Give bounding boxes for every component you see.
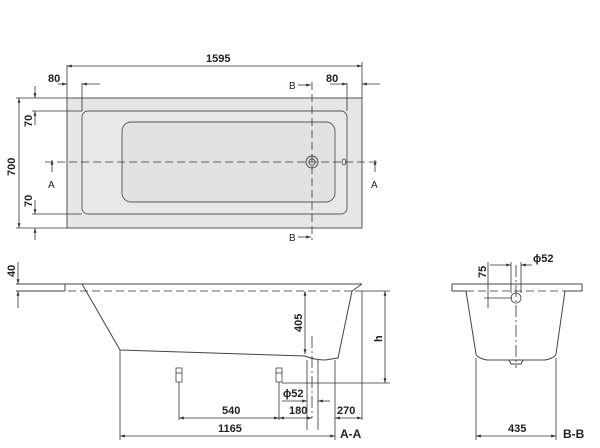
dim-bottom-width: 435 [508,423,526,435]
dim-length: 1595 [206,53,230,65]
dim-end-offset: 270 [337,405,355,417]
dim-inner-length: 1165 [218,423,242,435]
dim-height: h [373,335,385,342]
dim-rim-bottom: 70 [23,195,35,207]
plan-view: A A B B 1595 80 80 700 70 [6,53,380,244]
section-b-title: B-B [563,427,585,441]
dim-rim-left: 80 [48,73,60,85]
section-a-title: A-A [340,427,362,441]
section-b-view: 75 ϕ52 435 B-B [451,253,585,441]
section-marker-b-bottom: B [289,233,296,244]
dim-rim-top: 70 [23,115,35,127]
foot-left [175,367,183,383]
section-marker-a-left: A [48,180,55,191]
section-marker-a-right: A [371,180,378,191]
tub-profile-b [451,283,583,361]
dim-drain-offset: 180 [289,405,307,417]
foot-right [275,367,283,383]
dim-width: 700 [6,158,18,176]
dim-overflow-diameter: ϕ52 [533,253,553,265]
dim-rim-thickness: 40 [6,265,18,277]
dim-rim-right: 80 [326,73,338,85]
dim-overflow-height: 75 [477,266,489,278]
tub-profile-a [68,283,363,361]
dim-foot-spacing: 540 [222,405,240,417]
dim-drain-diameter: ϕ52 [283,388,303,400]
section-a-view: 40 405 h ϕ52 540 180 270 [6,262,390,441]
section-marker-b-top: B [289,81,296,92]
dim-depth: 405 [293,314,305,332]
